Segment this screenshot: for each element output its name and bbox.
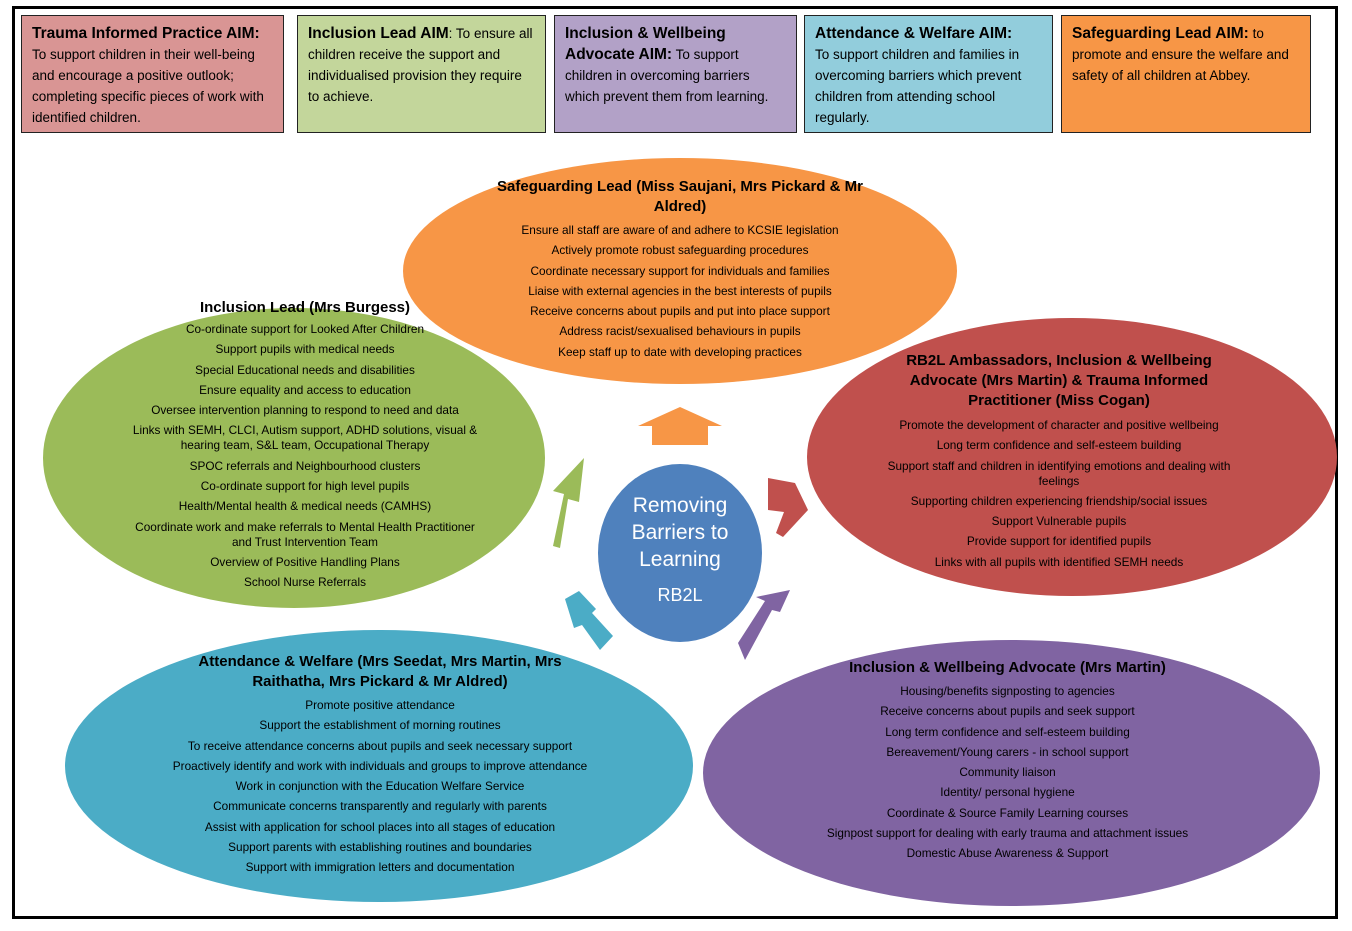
list-item: SPOC referrals and Neighbourhood cluster… bbox=[189, 458, 421, 473]
list-item: Coordinate & Source Family Learning cour… bbox=[886, 805, 1129, 820]
rb2l-zone: RB2L Ambassadors, Inclusion & Wellbeing … bbox=[878, 351, 1240, 575]
inclusion-zone: Inclusion Lead (Mrs Burgess) Co-ordinate… bbox=[125, 298, 485, 596]
arrow-purple-icon bbox=[738, 590, 790, 660]
list-item: Links with all pupils with identified SE… bbox=[934, 554, 1184, 569]
list-item: Support Vulnerable pupils bbox=[991, 514, 1127, 529]
aim-box-wellbeing: Inclusion & Wellbeing Advocate AIM: To s… bbox=[554, 15, 797, 133]
aim-text: to promote and ensure the welfare and sa… bbox=[1072, 26, 1289, 83]
attendance-list: Promote positive attendance Support the … bbox=[130, 698, 630, 875]
list-item: Promote the development of character and… bbox=[899, 418, 1219, 432]
list-item: Assist with application for school place… bbox=[204, 819, 556, 834]
list-item: School Nurse Referrals bbox=[244, 575, 366, 590]
aim-title: Inclusion Lead AIM bbox=[308, 25, 449, 42]
list-item: Keep staff up to date with developing pr… bbox=[558, 344, 802, 359]
center-acronym: RB2L bbox=[657, 585, 703, 605]
aim-title: Inclusion & Wellbeing Advocate AIM: bbox=[565, 25, 726, 63]
list-item: To receive attendance concerns about pup… bbox=[187, 738, 573, 753]
arrow-red-icon bbox=[768, 478, 808, 537]
center-circle: Removing Barriers to Learning RB2L bbox=[598, 464, 762, 642]
list-item: Coordinate work and make referrals to Me… bbox=[135, 519, 475, 549]
list-item: Oversee intervention planning to respond… bbox=[151, 403, 459, 418]
attendance-title: Attendance & Welfare (Mrs Seedat, Mrs Ma… bbox=[198, 653, 562, 690]
list-item: Health/Mental health & medical needs (CA… bbox=[178, 499, 432, 514]
list-item: Ensure all staff are aware of and adhere… bbox=[521, 223, 839, 237]
rb2l-list: Promote the development of character and… bbox=[878, 418, 1240, 570]
wellbeing-zone: Inclusion & Wellbeing Advocate (Mrs Mart… bbox=[780, 658, 1235, 867]
center-title: Removing Barriers to Learning bbox=[631, 494, 729, 571]
list-item: Liaise with external agencies in the bes… bbox=[528, 283, 832, 298]
aim-text: To support children and families in over… bbox=[815, 47, 1022, 125]
aim-box-safeguarding: Safeguarding Lead AIM: to promote and en… bbox=[1061, 15, 1311, 133]
list-item: Co-ordinate support for high level pupil… bbox=[200, 479, 410, 494]
list-item: Support staff and children in identifyin… bbox=[887, 458, 1231, 488]
list-item: Bereavement/Young carers - in school sup… bbox=[886, 744, 1129, 759]
list-item: Support pupils with medical needs bbox=[215, 342, 395, 357]
aim-text: : To ensure all children receive the sup… bbox=[308, 26, 533, 104]
attendance-zone: Attendance & Welfare (Mrs Seedat, Mrs Ma… bbox=[130, 652, 630, 881]
aim-title: Safeguarding Lead AIM: bbox=[1072, 25, 1249, 42]
inclusion-title: Inclusion Lead (Mrs Burgess) bbox=[199, 299, 411, 316]
safeguarding-ellipse bbox=[403, 158, 957, 384]
list-item: Domestic Abuse Awareness & Support bbox=[906, 846, 1109, 861]
list-item: Long term confidence and self-esteem bui… bbox=[936, 438, 1182, 453]
safeguarding-title: Safeguarding Lead (Miss Saujani, Mrs Pic… bbox=[497, 178, 863, 215]
list-item: Housing/benefits signposting to agencies bbox=[900, 684, 1115, 698]
list-item: Community liaison bbox=[959, 765, 1056, 780]
aim-title: Trauma Informed Practice AIM: bbox=[32, 25, 260, 42]
list-item: Support the establishment of morning rou… bbox=[259, 718, 501, 733]
wellbeing-ellipse bbox=[703, 640, 1320, 906]
aim-text: To support children in their well-being … bbox=[32, 47, 264, 125]
list-item: Provide support for identified pupils bbox=[966, 534, 1152, 549]
aim-box-inclusion: Inclusion Lead AIM: To ensure all childr… bbox=[297, 15, 546, 133]
wellbeing-list: Housing/benefits signposting to agencies… bbox=[780, 684, 1235, 861]
safeguarding-zone: Safeguarding Lead (Miss Saujani, Mrs Pic… bbox=[474, 177, 886, 365]
list-item: Support with immigration letters and doc… bbox=[245, 860, 515, 875]
rb2l-ellipse bbox=[807, 318, 1337, 596]
list-item: Promote positive attendance bbox=[305, 698, 455, 712]
arrow-green-icon bbox=[553, 458, 584, 548]
aim-title: Attendance & Welfare AIM: bbox=[815, 25, 1013, 42]
inclusion-ellipse bbox=[43, 308, 545, 608]
list-item: Co-ordinate support for Looked After Chi… bbox=[185, 322, 425, 336]
aim-box-trauma: Trauma Informed Practice AIM: To support… bbox=[21, 15, 284, 133]
list-item: Communicate concerns transparently and r… bbox=[213, 799, 547, 814]
list-item: Receive concerns about pupils and seek s… bbox=[880, 704, 1135, 719]
attendance-ellipse bbox=[65, 630, 693, 902]
arrow-up-icon bbox=[638, 407, 722, 445]
list-item: Proactively identify and work with indiv… bbox=[172, 758, 588, 773]
list-item: Work in conjunction with the Education W… bbox=[235, 779, 525, 794]
rb2l-title: RB2L Ambassadors, Inclusion & Wellbeing … bbox=[906, 352, 1212, 409]
list-item: Identity/ personal hygiene bbox=[940, 785, 1075, 800]
aim-box-attendance: Attendance & Welfare AIM: To support chi… bbox=[804, 15, 1053, 133]
wellbeing-title: Inclusion & Wellbeing Advocate (Mrs Mart… bbox=[849, 659, 1166, 676]
list-item: Coordinate necessary support for individ… bbox=[530, 263, 830, 278]
list-item: Receive concerns about pupils and put in… bbox=[530, 304, 830, 319]
list-item: Support parents with establishing routin… bbox=[228, 840, 532, 855]
list-item: Address racist/sexualised behaviours in … bbox=[559, 324, 801, 339]
list-item: Overview of Positive Handling Plans bbox=[210, 554, 400, 569]
list-item: Actively promote robust safeguarding pro… bbox=[551, 243, 809, 258]
safeguarding-list: Ensure all staff are aware of and adhere… bbox=[474, 223, 886, 360]
arrow-teal-icon bbox=[565, 591, 613, 650]
inclusion-list: Co-ordinate support for Looked After Chi… bbox=[125, 322, 485, 590]
aim-text: To support children in overcoming barrie… bbox=[565, 47, 769, 104]
list-item: Links with SEMH, CLCI, Autism support, A… bbox=[132, 423, 478, 453]
list-item: Long term confidence and self-esteem bui… bbox=[885, 724, 1130, 739]
list-item: Signpost support for dealing with early … bbox=[826, 826, 1189, 841]
list-item: Special Educational needs and disabiliti… bbox=[195, 362, 415, 377]
list-item: Ensure equality and access to education bbox=[199, 382, 411, 397]
list-item: Supporting children experiencing friends… bbox=[910, 493, 1208, 508]
